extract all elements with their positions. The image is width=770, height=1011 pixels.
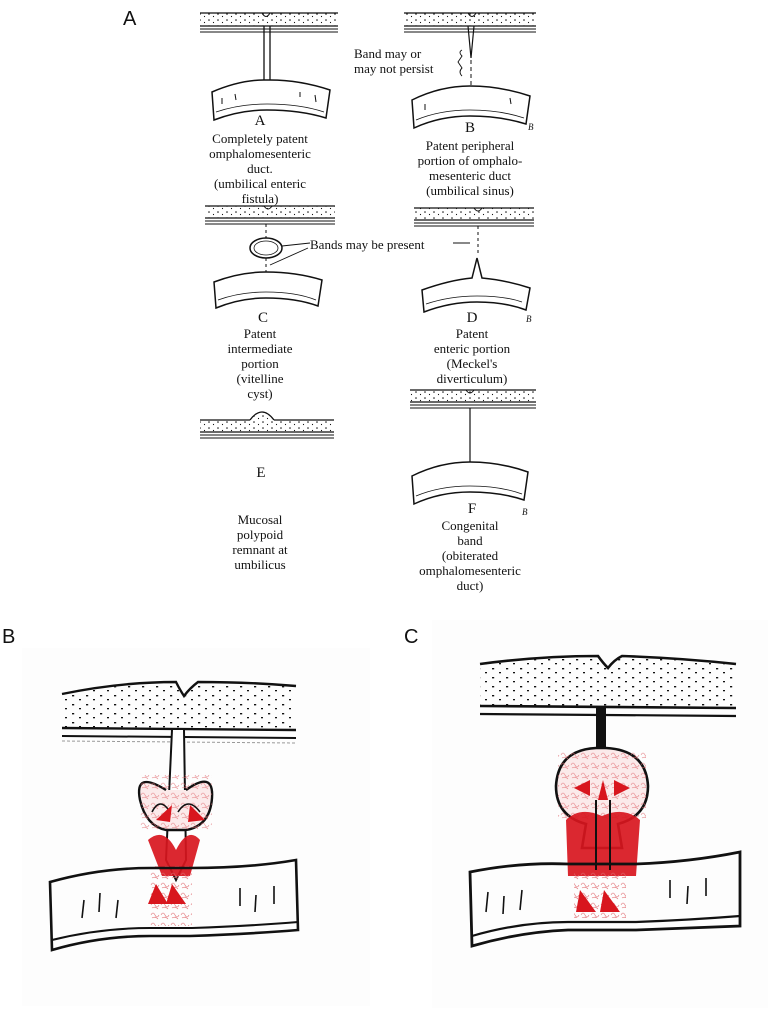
annotation-band-persist: Band may or may not persist: [354, 46, 434, 76]
subfig-letter-d: D: [466, 310, 478, 326]
subfig-letter-c: C: [257, 310, 268, 326]
fig-b-wall: [404, 12, 536, 86]
fig-c-cyst: [249, 224, 311, 278]
fig-d-bowel: [421, 257, 531, 314]
panel-c-abdominal-wall: [479, 654, 737, 718]
annotation-bands-present: Bands may be present: [310, 237, 425, 252]
fig-a-wall: [200, 12, 338, 33]
panel-c-duct-and-cyst: [554, 708, 650, 918]
caption-c: Patent intermediate portion (vitelline c…: [227, 326, 293, 401]
panel-c-bowel: [468, 850, 742, 948]
signature-mark-b: B: [528, 122, 534, 132]
panel-b-abdominal-wall: [61, 680, 297, 744]
fig-c-bowel: [213, 271, 323, 310]
panel-b-bowel: [48, 858, 300, 952]
signature-mark-d: B: [526, 314, 532, 324]
caption-a: Completely patent omphalomesenteric duct…: [209, 131, 311, 206]
subfig-letter-a: A: [254, 113, 266, 129]
caption-f: Congenital band (obiterated omphalomesen…: [419, 518, 521, 593]
panel-b-letter: B: [2, 626, 16, 648]
subfig-letter-e: E: [256, 465, 266, 481]
caption-b: Patent peripheral portion of omphalo- me…: [417, 138, 523, 198]
fig-a-bowel: [211, 79, 331, 122]
signature-mark-f: B: [522, 507, 528, 517]
fig-c-wall: [205, 205, 335, 225]
fig-b-bowel: [411, 85, 531, 130]
subfig-letter-f: F: [467, 501, 477, 517]
fig-d-wall: [414, 207, 534, 256]
caption-e: Mucosal polypoid remnant at umbilicus: [232, 512, 288, 572]
fig-a-duct: [263, 26, 271, 80]
caption-d: Patent enteric portion (Meckel's diverti…: [433, 326, 511, 386]
subfig-letter-b: B: [464, 120, 475, 136]
panel-a-letter: A: [123, 8, 137, 30]
fig-e-wall: [200, 411, 334, 439]
panel-c-letter: C: [404, 626, 419, 648]
fig-f-wall: [410, 389, 536, 462]
fig-f-bowel: [411, 461, 529, 506]
panel-b-duct: [137, 729, 214, 926]
